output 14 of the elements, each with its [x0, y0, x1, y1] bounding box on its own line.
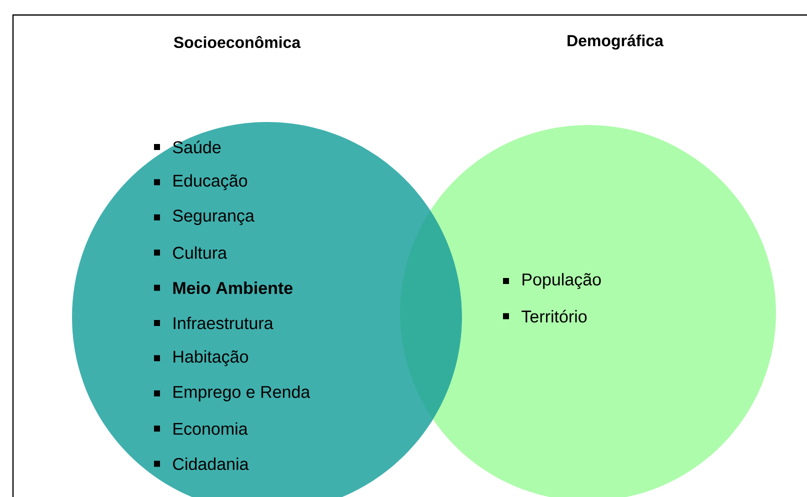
- list-item: Território: [522, 310, 587, 323]
- list-item: População: [522, 273, 601, 289]
- heading: Socioeconômica: [174, 36, 301, 48]
- list-item: Saúde: [172, 140, 221, 154]
- list-item: Segurança: [172, 210, 254, 226]
- list-item: Cultura: [173, 246, 227, 259]
- heading: Demográfica: [568, 34, 664, 50]
- list-item: Infraestrutura: [174, 316, 274, 330]
- list-item: Emprego e Renda: [174, 385, 310, 402]
- list-item: Cidadania: [173, 458, 249, 470]
- list-item: Habitação: [174, 350, 248, 366]
- list-item: Economia: [174, 422, 248, 435]
- list-item: Meio Ambiente: [173, 282, 293, 294]
- list-item: Educação: [174, 174, 248, 190]
